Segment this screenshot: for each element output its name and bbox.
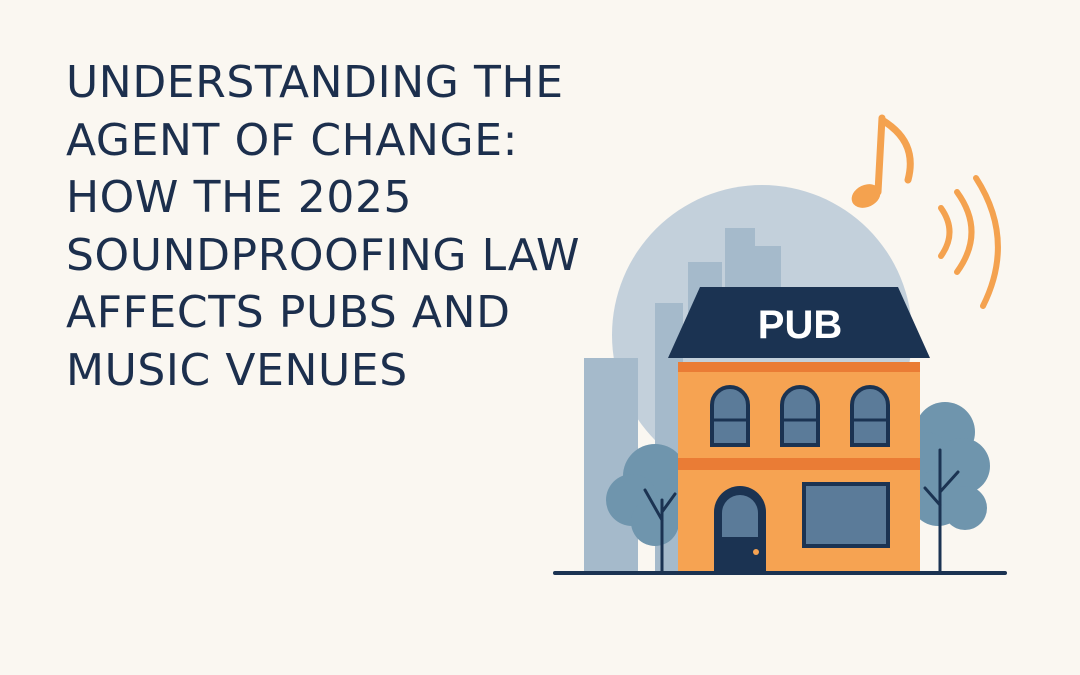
tree-icon bbox=[899, 402, 990, 574]
headline-line: SOUNDPROOFING LAW bbox=[66, 229, 581, 281]
headline: UNDERSTANDING THE AGENT OF CHANGE: HOW T… bbox=[66, 54, 686, 400]
headline-line: HOW THE 2025 bbox=[66, 172, 413, 224]
window bbox=[780, 385, 820, 447]
building-band bbox=[678, 362, 920, 372]
headline-line: UNDERSTANDING THE bbox=[66, 57, 564, 108]
pub-roof bbox=[668, 287, 930, 358]
headline-line: MUSIC VENUES bbox=[66, 344, 408, 396]
sound-waves-icon bbox=[938, 175, 1001, 309]
headline-line: AGENT OF CHANGE: bbox=[66, 114, 519, 166]
pub-door bbox=[714, 486, 766, 572]
window bbox=[710, 385, 750, 447]
window bbox=[850, 385, 890, 447]
shop-window bbox=[802, 482, 890, 548]
building-band bbox=[678, 458, 920, 470]
pub-sign: PUB bbox=[758, 303, 842, 347]
music-note-icon bbox=[851, 114, 914, 208]
headline-line: AFFECTS PUBS AND bbox=[66, 287, 511, 339]
